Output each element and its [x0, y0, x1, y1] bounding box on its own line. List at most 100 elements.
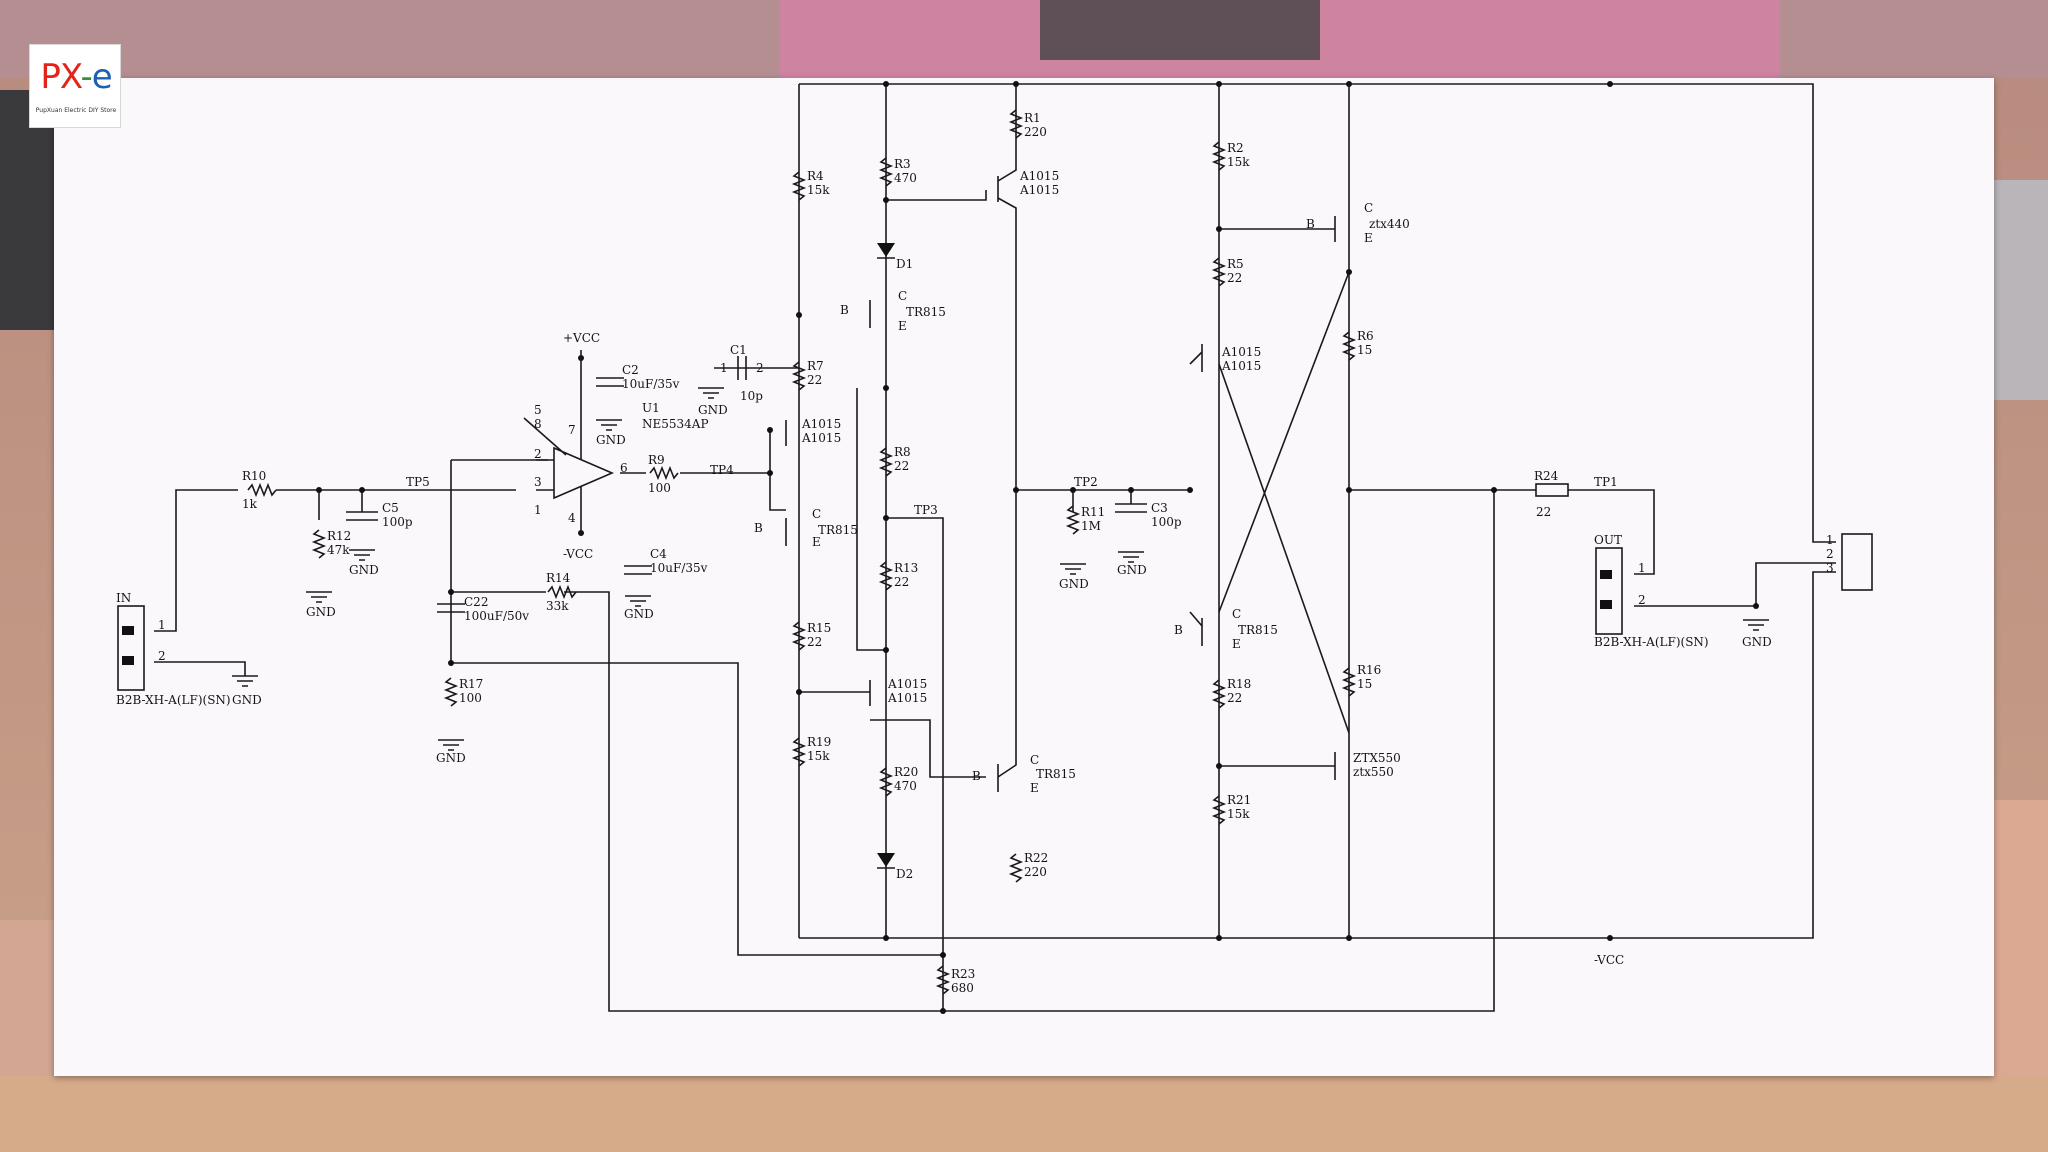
- wire-r1-col: [997, 84, 1017, 182]
- label-r2: R2: [1227, 141, 1244, 155]
- junction: [1013, 487, 1019, 493]
- label-r10: R10: [242, 469, 266, 483]
- pin-number: 2: [534, 447, 542, 461]
- label-r7: R7: [807, 359, 824, 373]
- junction: [883, 385, 889, 391]
- transistor-pin: E: [1232, 637, 1241, 651]
- resistor-r22: [1008, 853, 1024, 883]
- pin-number: 1: [720, 361, 728, 375]
- opamp-pin5-8: [523, 417, 567, 456]
- value-r3: 470: [894, 171, 917, 185]
- wire-tr815-b: [1189, 611, 1203, 627]
- net-gnd: GND: [1742, 635, 1772, 649]
- value-r7: 22: [807, 373, 822, 387]
- wire-out-conn-gnd: [1634, 562, 1836, 607]
- label-r12: R12: [327, 529, 351, 543]
- label-r20: R20: [894, 765, 918, 779]
- label-u1: U1: [642, 401, 660, 415]
- transistor-pin: B: [754, 521, 763, 535]
- resistor-r17: [443, 677, 459, 707]
- resistor-r1: [1008, 109, 1024, 139]
- label-q7a: A1015: [1221, 345, 1261, 359]
- resistor-r12: [311, 529, 327, 559]
- schematic-sheet: [54, 78, 1994, 1076]
- label-q1a: A1015: [1019, 169, 1059, 183]
- wire-a1015-b: [1189, 351, 1203, 365]
- pin-number: 2: [1638, 593, 1646, 607]
- pin-number: 2: [1826, 547, 1834, 561]
- diode-d2: [877, 853, 895, 867]
- label-r16: R16: [1357, 663, 1381, 677]
- value-r11: 1M: [1081, 519, 1101, 533]
- resistor-r23: [935, 965, 951, 995]
- junction: [1070, 487, 1076, 493]
- pin-number: 7: [568, 423, 576, 437]
- wires: [154, 83, 1836, 1012]
- resistor-r21: [1211, 795, 1227, 825]
- net-tp1: TP1: [1594, 475, 1618, 489]
- resistor-r14: [547, 584, 577, 600]
- label-r6: R6: [1357, 329, 1374, 343]
- junction: [940, 952, 946, 958]
- value-r17: 100: [459, 691, 482, 705]
- pin-number: 1: [1826, 533, 1834, 547]
- junction: [796, 689, 802, 695]
- junction: [1346, 81, 1352, 87]
- net-tp3: TP3: [914, 503, 938, 517]
- connector-power: [1841, 533, 1873, 591]
- pin-number: 1: [1638, 561, 1646, 575]
- label-q3a: A1015: [801, 417, 841, 431]
- value-r12: 47k: [327, 543, 350, 557]
- junction: [1491, 487, 1497, 493]
- resistor-r15: [791, 621, 807, 651]
- net-tp5: TP5: [406, 475, 430, 489]
- wire-cross-a: [1218, 363, 1350, 734]
- label-q5a: A1015: [887, 677, 927, 691]
- transistor-pin: E: [1364, 231, 1373, 245]
- pin-number: 5: [534, 403, 542, 417]
- junction: [1013, 81, 1019, 87]
- value-r6: 15: [1357, 343, 1372, 357]
- label-r15: R15: [807, 621, 831, 635]
- wire-q1-emit: [997, 197, 1017, 778]
- opamp-u1: [553, 446, 615, 500]
- wire-vas-lower: [870, 719, 986, 778]
- pin-number: 3: [534, 475, 542, 489]
- resistor-r2: [1211, 141, 1227, 171]
- resistor-r13: [878, 561, 894, 591]
- label-r19: R19: [807, 735, 831, 749]
- label-c2: C2: [622, 363, 639, 377]
- value-r4: 15k: [807, 183, 830, 197]
- transistor-pin: B: [972, 769, 981, 783]
- label-d1: D1: [896, 257, 913, 271]
- label-q10b: ztx550: [1353, 765, 1394, 779]
- junction: [1607, 81, 1613, 87]
- pin-number: 2: [756, 361, 764, 375]
- transistor-pin: E: [1030, 781, 1039, 795]
- label-c4: C4: [650, 547, 667, 561]
- value-r1: 220: [1024, 125, 1047, 139]
- junction: [1216, 763, 1222, 769]
- junction: [1187, 487, 1193, 493]
- resistor-r19: [791, 737, 807, 767]
- connector-out-label: OUT: [1594, 533, 1622, 547]
- junction: [448, 589, 454, 595]
- net-gnd: GND: [1059, 577, 1089, 591]
- wire-q1-base: [886, 190, 987, 201]
- value-c3: 100p: [1151, 515, 1182, 529]
- connector-out-part: B2B-XH-A(LF)(SN): [1594, 635, 1709, 649]
- junction: [1346, 487, 1352, 493]
- resistor-r10: [247, 482, 277, 498]
- junction: [1216, 226, 1222, 232]
- transistor-pin: E: [898, 319, 907, 333]
- net-gnd: GND: [698, 403, 728, 417]
- value-c22: 100uF/50v: [464, 609, 529, 623]
- label-q3b: A1015: [801, 431, 841, 445]
- label-q1b: A1015: [1019, 183, 1059, 197]
- junction: [359, 487, 365, 493]
- value-r18: 22: [1227, 691, 1242, 705]
- value-r8: 22: [894, 459, 909, 473]
- wire-tp3: [886, 517, 944, 1011]
- net-tp2: TP2: [1074, 475, 1098, 489]
- connector-in: [117, 605, 145, 691]
